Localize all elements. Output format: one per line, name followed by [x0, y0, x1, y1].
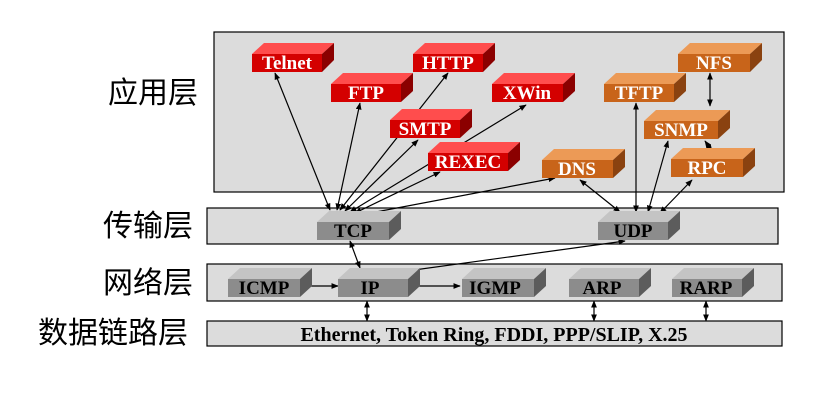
- arrow-dns-tcp: [359, 176, 556, 217]
- smtp-box: SMTP: [390, 109, 472, 140]
- arrow-tcp-ip: [349, 240, 361, 269]
- telnet-box: Telnet: [252, 43, 334, 74]
- ftp-label: FTP: [348, 83, 384, 104]
- arrow-telnet-tcp: [274, 72, 331, 211]
- rexec-label: REXEC: [435, 152, 502, 173]
- nfs-box: NFS: [678, 43, 762, 74]
- snmp-box: SNMP: [644, 110, 730, 141]
- icmp-label: ICMP: [239, 278, 290, 299]
- tcp-box: TCP: [317, 211, 401, 242]
- tftp-label: TFTP: [615, 83, 664, 104]
- xwin-box: XWin: [492, 73, 575, 104]
- ip-box: IP: [338, 268, 420, 299]
- arrow-snmp-udp: [646, 140, 670, 213]
- telnet-label: Telnet: [262, 53, 313, 74]
- datalink-protocols-text: Ethernet, Token Ring, FDDI, PPP/SLIP, X.…: [300, 324, 687, 346]
- layer-label-application: 应用层: [108, 76, 198, 111]
- datalink-layer-panel: [206, 320, 783, 347]
- tcp-label: TCP: [334, 221, 372, 242]
- http-label: HTTP: [422, 53, 474, 74]
- rarp-label: RARP: [680, 278, 733, 299]
- udp-label: UDP: [613, 221, 652, 242]
- dns-label: DNS: [558, 159, 596, 180]
- layer-label-datalink: 数据链路层: [38, 316, 188, 351]
- arrow-udp-ip: [384, 239, 626, 276]
- tftp-box: TFTP: [604, 73, 686, 104]
- icmp-box: ICMP: [228, 268, 312, 299]
- rexec-box: REXEC: [428, 142, 520, 173]
- nfs-label: NFS: [696, 53, 732, 74]
- smtp-label: SMTP: [399, 119, 452, 140]
- rarp-box: RARP: [672, 268, 754, 299]
- arrow-rpc-udp: [659, 179, 693, 214]
- arp-label: ARP: [582, 278, 621, 299]
- layer-label-network: 网络层: [103, 266, 193, 301]
- layer-label-transport: 传输层: [103, 209, 193, 244]
- igmp-box: IGMP: [462, 268, 546, 299]
- igmp-label: IGMP: [469, 278, 521, 299]
- xwin-label: XWin: [503, 83, 552, 104]
- http-box: HTTP: [413, 43, 495, 74]
- ip-label: IP: [361, 278, 380, 299]
- snmp-label: SNMP: [654, 120, 708, 141]
- arp-box: ARP: [569, 268, 651, 299]
- udp-box: UDP: [598, 211, 680, 242]
- rpc-box: RPC: [671, 148, 755, 179]
- rpc-label: RPC: [687, 158, 726, 179]
- arrow-dns-udp: [579, 179, 621, 213]
- transport-layer-panel: [206, 207, 779, 245]
- ftp-box: FTP: [331, 73, 413, 104]
- dns-box: DNS: [542, 149, 625, 180]
